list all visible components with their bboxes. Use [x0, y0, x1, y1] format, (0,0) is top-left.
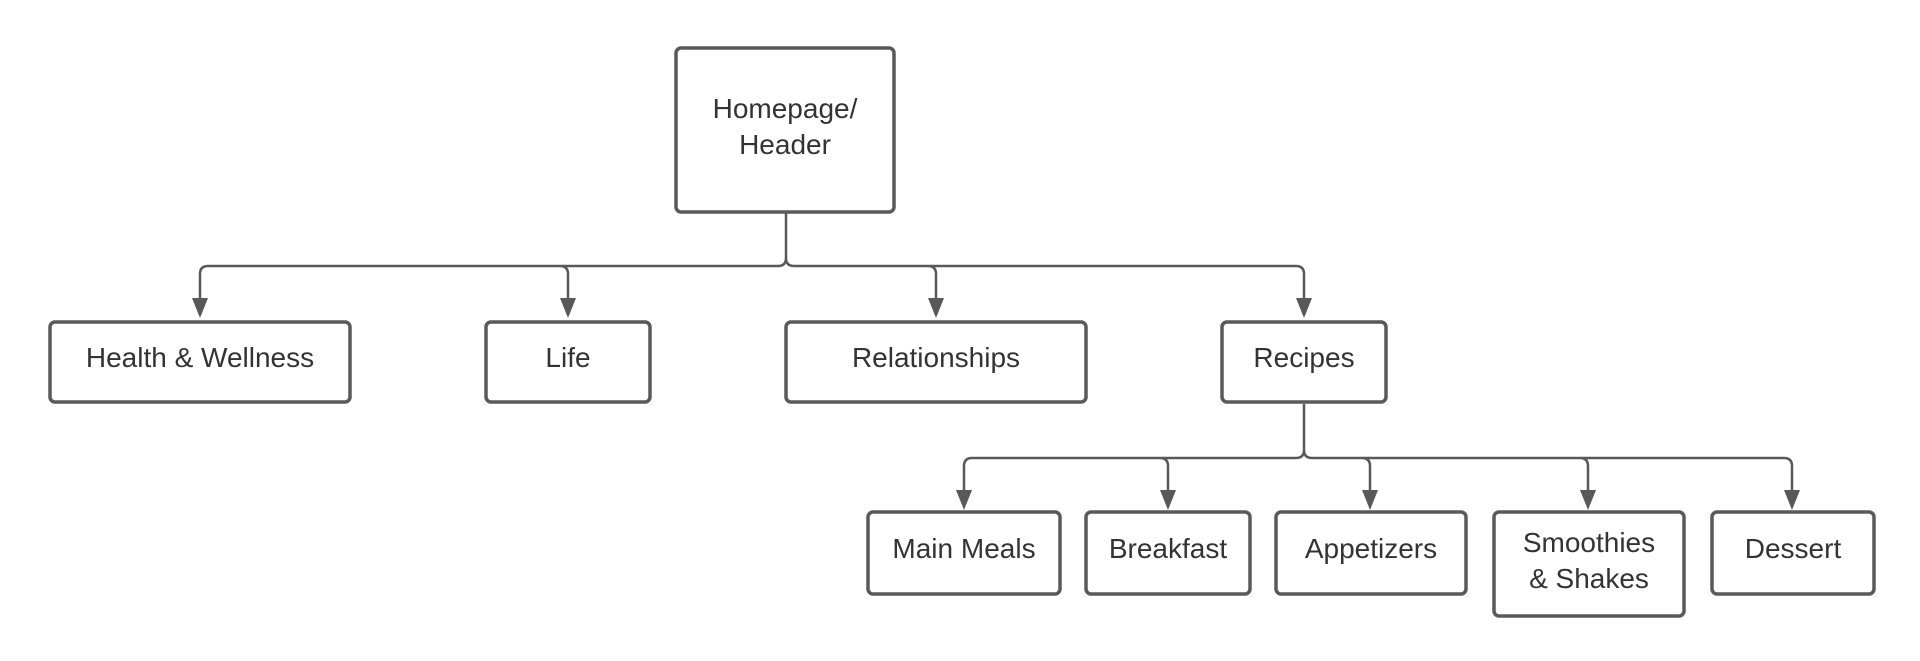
arrowhead-life — [560, 298, 576, 318]
node-homepage-header-label-line1: Homepage/ — [713, 93, 858, 124]
node-main-meals-label: Main Meals — [892, 533, 1035, 564]
node-smoothies-shakes: Smoothies & Shakes — [1492, 510, 1686, 618]
node-recipes-label: Recipes — [1253, 342, 1354, 373]
arrowhead-appetizers — [1362, 490, 1378, 510]
arrowhead-dessert — [1784, 490, 1800, 510]
node-recipes: Recipes — [1220, 320, 1388, 404]
node-breakfast-label: Breakfast — [1109, 533, 1227, 564]
node-appetizers: Appetizers — [1274, 510, 1468, 596]
node-smoothies-shakes-label-line1: Smoothies — [1523, 527, 1655, 558]
node-breakfast: Breakfast — [1084, 510, 1252, 596]
connectors — [192, 212, 1800, 510]
node-life-label: Life — [545, 342, 590, 373]
node-health-wellness-label: Health & Wellness — [86, 342, 314, 373]
arrowhead-relationships — [928, 298, 944, 318]
node-life: Life — [484, 320, 652, 404]
arrowhead-recipes — [1296, 298, 1312, 318]
arrowhead-health — [192, 298, 208, 318]
node-smoothies-shakes-label-line2: & Shakes — [1529, 563, 1649, 594]
node-dessert: Dessert — [1710, 510, 1876, 596]
node-main-meals: Main Meals — [866, 510, 1062, 596]
node-homepage-header: Homepage/ Header — [674, 46, 896, 214]
arrowhead-smoothies — [1580, 490, 1596, 510]
connector-recipes-bus — [962, 449, 1794, 492]
node-appetizers-label: Appetizers — [1305, 533, 1437, 564]
node-health-wellness: Health & Wellness — [48, 320, 352, 404]
connector-homepage-bus — [198, 257, 1306, 300]
arrowhead-main-meals — [956, 490, 972, 510]
node-homepage-header-label-line2: Header — [739, 129, 831, 160]
node-relationships-label: Relationships — [852, 342, 1020, 373]
node-relationships: Relationships — [784, 320, 1088, 404]
arrowhead-breakfast — [1160, 490, 1176, 510]
node-dessert-label: Dessert — [1745, 533, 1842, 564]
